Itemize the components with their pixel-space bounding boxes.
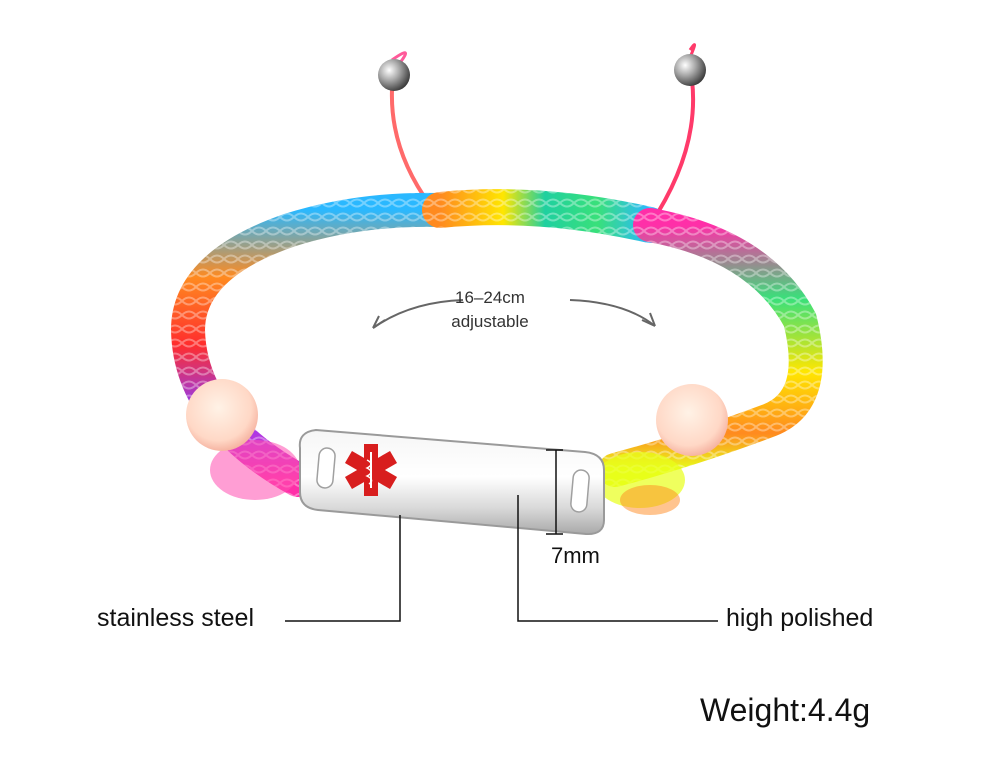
left-drawstring [389, 89, 432, 207]
finish-callout-line [517, 495, 718, 622]
right-pink-bead [656, 384, 728, 456]
left-end-bead [378, 59, 410, 91]
width-dimension-line [546, 449, 563, 535]
adjustable-label: adjustable [451, 312, 529, 331]
medical-alert-star-of-life-icon [344, 444, 398, 496]
material-callout-line [285, 515, 401, 622]
left-pink-bead [186, 379, 258, 451]
adjust-range-label: 16–24cm [455, 288, 525, 307]
right-end-bead [674, 54, 706, 86]
weight-label: Weight:4.4g [700, 692, 871, 728]
plate-width-label: 7mm [551, 543, 600, 568]
right-drawstring [648, 79, 696, 227]
id-plate [298, 428, 605, 536]
material-label: stainless steel [97, 604, 255, 632]
curved-double-arrow-icon [372, 299, 656, 329]
finish-label: high polished [726, 604, 874, 632]
